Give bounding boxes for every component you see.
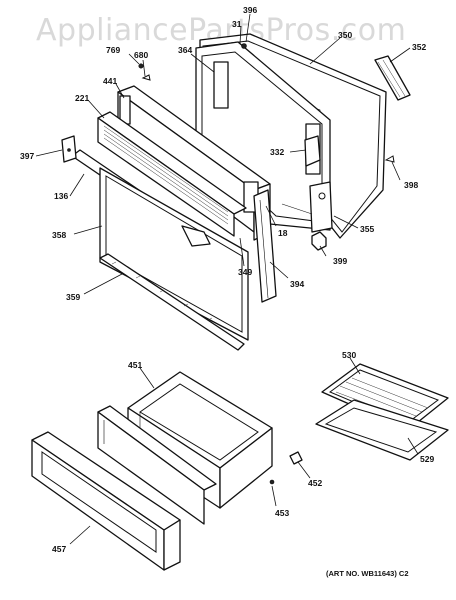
- bracket-part: [61, 135, 77, 163]
- screw-icon: [384, 155, 395, 163]
- screw-icon: [269, 479, 275, 485]
- callout-364: 364: [178, 45, 192, 55]
- hinge-bracket: [281, 181, 333, 233]
- callout-221: 221: [75, 93, 89, 103]
- callout-680: 680: [134, 50, 148, 60]
- callout-358: 358: [52, 230, 66, 240]
- callout-457: 457: [52, 544, 66, 554]
- gasket-part: [374, 55, 411, 101]
- callout-441: 441: [103, 76, 117, 86]
- side-trim: [253, 189, 277, 303]
- callout-769: 769: [106, 45, 120, 55]
- callout-332: 332: [270, 147, 284, 157]
- callout-350: 350: [338, 30, 352, 40]
- callout-530: 530: [342, 350, 356, 360]
- callout-355: 355: [360, 224, 374, 234]
- callout-349: 349: [238, 267, 252, 277]
- bottom-trim: [99, 253, 245, 351]
- callout-452: 452: [308, 478, 322, 488]
- art-number: (ART NO. WB11643) C2: [326, 569, 409, 578]
- callout-396: 396: [243, 5, 257, 15]
- vent-panel: [97, 111, 247, 237]
- callout-453: 453: [275, 508, 289, 518]
- screw-icon: [138, 63, 144, 69]
- knob-part: [311, 231, 327, 251]
- callout-359: 359: [66, 292, 80, 302]
- callout-136: 136: [54, 191, 68, 201]
- stop-part: [289, 451, 303, 465]
- screw-icon: [241, 43, 247, 49]
- callout-394: 394: [290, 279, 304, 289]
- callout-398: 398: [404, 180, 418, 190]
- callout-529: 529: [420, 454, 434, 464]
- callout-310: 31: [232, 19, 242, 29]
- callout-352: 352: [412, 42, 426, 52]
- callout-labels: 396 31 350 352 769 680 364 441 221 332 3…: [20, 5, 434, 554]
- callout-18: 18: [278, 228, 288, 238]
- callout-397: 397: [20, 151, 34, 161]
- drawer-frame: [97, 405, 217, 525]
- broiler-pan: [315, 399, 449, 461]
- callout-399: 399: [333, 256, 347, 266]
- clip-part: [304, 135, 321, 167]
- clip-icon: [141, 74, 151, 81]
- door-glass-panel: [99, 167, 249, 341]
- drawer-front: [31, 431, 181, 571]
- leader-lines: [35, 13, 419, 545]
- callout-451: 451: [128, 360, 142, 370]
